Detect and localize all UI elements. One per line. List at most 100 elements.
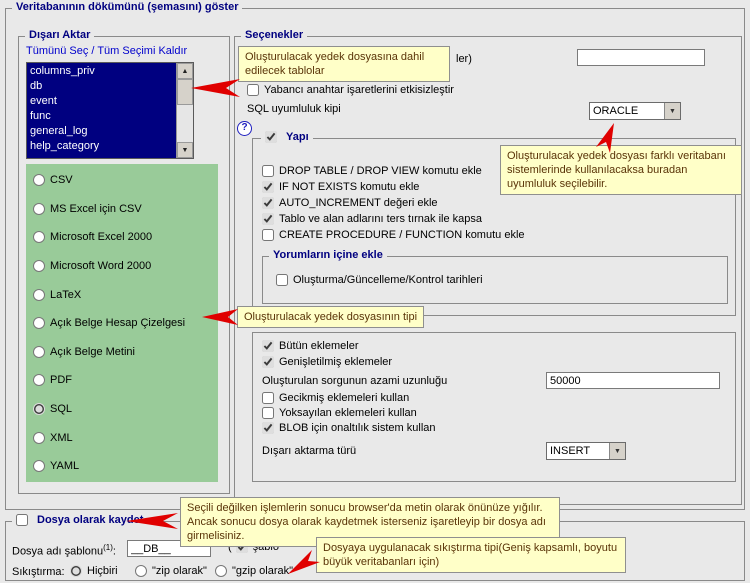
- delayed-inserts-checkbox[interactable]: [262, 392, 274, 404]
- format-option-ods[interactable]: Açık Belge Hesap Çizelgesi: [26, 309, 218, 338]
- option-label: BLOB için onaltılık sistem kullan: [279, 422, 436, 434]
- main-fieldset-legend: Veritabanının dökümünü (şemasını) göster: [12, 1, 243, 13]
- format-option-msexcel-csv[interactable]: MS Excel için CSV: [26, 195, 218, 224]
- if-not-exists-checkbox[interactable]: [262, 181, 274, 193]
- save-fieldset-legend: Dosya olarak kaydet: [12, 514, 148, 526]
- option-extended-inserts[interactable]: Genişletilmiş eklemeler: [262, 356, 392, 368]
- save-fieldset-title: Dosya olarak kaydet: [37, 514, 144, 526]
- compression-option-label: "zip olarak": [152, 565, 207, 577]
- compression-none[interactable]: Hiçbiri: [70, 565, 118, 577]
- format-option-yaml[interactable]: YAML: [26, 452, 218, 481]
- compression-zip-radio[interactable]: [135, 565, 147, 577]
- drop-table-checkbox[interactable]: [262, 165, 274, 177]
- comment-input[interactable]: [577, 49, 705, 66]
- option-delayed-inserts[interactable]: Gecikmiş eklemeleri kullan: [262, 392, 409, 404]
- sql-compat-label: SQL uyumluluk kipi: [247, 103, 341, 115]
- filename-label-text: Dosya adı şablonu: [12, 545, 104, 558]
- comments-fieldset-title: Yorumların içine ekle: [273, 249, 383, 261]
- format-radio[interactable]: [33, 288, 45, 301]
- ignore-inserts-checkbox[interactable]: [262, 407, 274, 419]
- chevron-down-icon: ▼: [664, 103, 680, 119]
- format-label: Açık Belge Hesap Çizelgesi: [50, 317, 186, 330]
- select-all-link[interactable]: Tümünü Seç / Tüm Seçimi Kaldır: [26, 45, 188, 57]
- format-option-odt[interactable]: Açık Belge Metini: [26, 338, 218, 367]
- tables-listbox[interactable]: columns_priv db event func general_log h…: [26, 62, 194, 159]
- format-radio[interactable]: [33, 231, 45, 244]
- format-option-xml[interactable]: XML: [26, 423, 218, 452]
- scrollbar-track[interactable]: [177, 79, 193, 142]
- format-option-sql[interactable]: SQL: [26, 395, 218, 424]
- comment-label-fragment: ler): [456, 53, 472, 65]
- complete-inserts-checkbox[interactable]: [262, 340, 274, 352]
- foreign-key-checkbox[interactable]: [247, 84, 259, 96]
- compression-zip[interactable]: "zip olarak": [135, 565, 207, 577]
- format-option-word2000[interactable]: Microsoft Word 2000: [26, 252, 218, 281]
- help-icon[interactable]: ?: [237, 121, 252, 136]
- option-complete-inserts[interactable]: Bütün eklemeler: [262, 340, 359, 352]
- scroll-up-icon[interactable]: ▲: [177, 63, 193, 79]
- compression-none-radio[interactable]: [70, 565, 82, 577]
- compression-label: Sıkıştırma:: [12, 566, 65, 578]
- table-option[interactable]: db: [30, 80, 43, 92]
- option-create-procedure[interactable]: CREATE PROCEDURE / FUNCTION komutu ekle: [262, 229, 525, 241]
- comments-fieldset-legend: Yorumların içine ekle: [269, 249, 387, 261]
- max-query-input[interactable]: [546, 372, 720, 389]
- callout-compression: Dosyaya uygulanacak sıkıştırma tipi(Geni…: [316, 537, 626, 573]
- save-as-file-checkbox[interactable]: [16, 514, 28, 526]
- format-radio[interactable]: [33, 374, 45, 387]
- chevron-down-icon: ▼: [609, 443, 625, 459]
- structure-checkbox[interactable]: [265, 131, 277, 143]
- sql-compat-select[interactable]: ORACLE ▼: [589, 102, 681, 120]
- format-radio[interactable]: [33, 403, 45, 416]
- foreign-key-label: Yabancı anahtar işaretlerini etkisizleşt…: [264, 84, 454, 96]
- option-label: Genişletilmiş eklemeler: [279, 356, 393, 368]
- table-option[interactable]: event: [30, 95, 57, 107]
- table-option[interactable]: help_category: [30, 140, 100, 152]
- compression-gzip-radio[interactable]: [215, 565, 227, 577]
- format-radio[interactable]: [33, 460, 45, 473]
- foreign-key-option[interactable]: Yabancı anahtar işaretlerini etkisizleşt…: [247, 84, 454, 96]
- format-option-latex[interactable]: LaTeX: [26, 280, 218, 309]
- table-option[interactable]: general_log: [30, 125, 88, 137]
- format-radio[interactable]: [33, 345, 45, 358]
- extended-inserts-checkbox[interactable]: [262, 356, 274, 368]
- option-ignore-inserts[interactable]: Yoksayılan eklemeleri kullan: [262, 407, 417, 419]
- format-radio[interactable]: [33, 317, 45, 330]
- format-radio[interactable]: [33, 174, 45, 187]
- option-drop-table[interactable]: DROP TABLE / DROP VIEW komutu ekle: [262, 165, 482, 177]
- option-backquotes[interactable]: Tablo ve alan adlarını ters tırnak ile k…: [262, 213, 482, 225]
- option-hex-blob[interactable]: BLOB için onaltılık sistem kullan: [262, 422, 436, 434]
- table-option[interactable]: columns_priv: [30, 65, 95, 77]
- scroll-down-icon[interactable]: ▼: [177, 142, 193, 158]
- format-option-pdf[interactable]: PDF: [26, 366, 218, 395]
- structure-fieldset-title: Yapı: [286, 131, 309, 143]
- export-type-label: Dışarı aktarma türü: [262, 445, 357, 457]
- format-option-excel2000[interactable]: Microsoft Excel 2000: [26, 223, 218, 252]
- option-label: Gecikmiş eklemeleri kullan: [279, 392, 410, 404]
- paren-open: (: [228, 541, 232, 553]
- create-procedure-checkbox[interactable]: [262, 229, 274, 241]
- option-auto-increment[interactable]: AUTO_INCREMENT değeri ekle: [262, 197, 438, 209]
- export-type-select[interactable]: INSERT ▼: [546, 442, 626, 460]
- format-option-csv[interactable]: CSV: [26, 166, 218, 195]
- tables-scrollbar[interactable]: ▲ ▼: [176, 63, 193, 158]
- option-if-not-exists[interactable]: IF NOT EXISTS komutu ekle: [262, 181, 419, 193]
- option-creation-dates[interactable]: Oluşturma/Güncelleme/Kontrol tarihleri: [276, 274, 483, 286]
- option-label: AUTO_INCREMENT değeri ekle: [279, 197, 438, 209]
- backquotes-checkbox[interactable]: [262, 213, 274, 225]
- format-radio[interactable]: [33, 431, 45, 444]
- format-label: Microsoft Word 2000: [50, 260, 152, 273]
- data-fieldset: [252, 332, 736, 482]
- scrollbar-thumb[interactable]: [177, 79, 193, 105]
- auto-increment-checkbox[interactable]: [262, 197, 274, 209]
- compression-option-label: "gzip olarak": [232, 565, 294, 577]
- table-option[interactable]: func: [30, 110, 51, 122]
- creation-dates-checkbox[interactable]: [276, 274, 288, 286]
- format-radio[interactable]: [33, 202, 45, 215]
- hex-blob-checkbox[interactable]: [262, 422, 274, 434]
- format-label: XML: [50, 431, 73, 444]
- option-label: IF NOT EXISTS komutu ekle: [279, 181, 420, 193]
- compression-gzip[interactable]: "gzip olarak": [215, 565, 293, 577]
- option-label: CREATE PROCEDURE / FUNCTION komutu ekle: [279, 229, 525, 241]
- format-radio[interactable]: [33, 260, 45, 273]
